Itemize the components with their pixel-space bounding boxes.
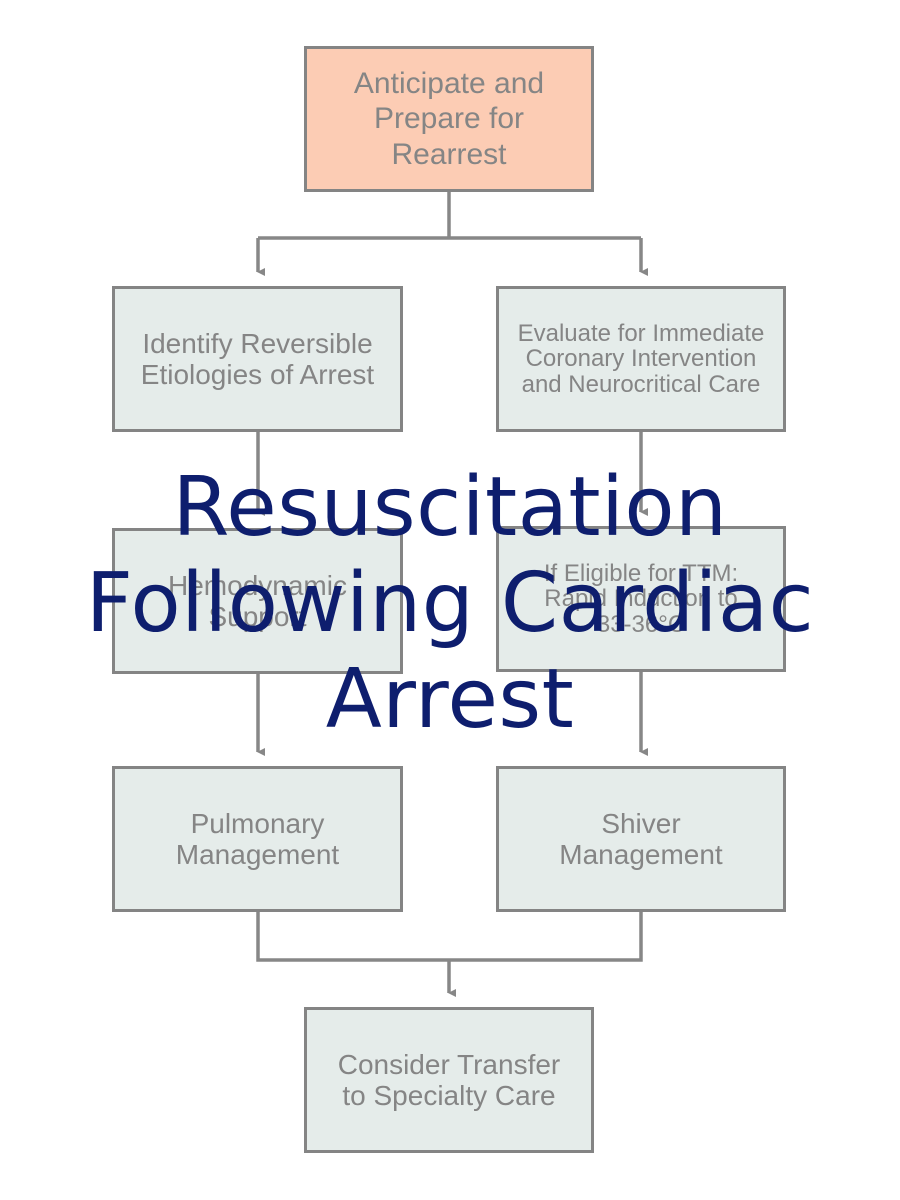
overlay-title-line: Following Cardiac: [85, 556, 815, 651]
overlay-title: Resuscitation Following Cardiac Arrest: [0, 460, 900, 748]
node-evaluate-coronary: Evaluate for Immediate Coronary Interven…: [496, 286, 786, 432]
node-consider-transfer: Consider Transfer to Specialty Care: [304, 1007, 594, 1153]
connector-merge-bottom: [256, 910, 643, 962]
node-ttm-induction: If Eligible for TTM: Rapid Induction to …: [496, 526, 786, 672]
node-anticipate-rearrest: Anticipate and Prepare for Rearrest: [304, 46, 594, 192]
overlay-title-line: Arrest: [325, 652, 575, 747]
node-hemodynamic-support: Hemodynamic Support: [112, 528, 403, 674]
node-pulmonary-management: Pulmonary Management: [112, 766, 403, 912]
overlay-title-line: Resuscitation: [172, 460, 728, 555]
node-shiver-management: Shiver Management: [496, 766, 786, 912]
node-identify-etiologies: Identify Reversible Etiologies of Arrest: [112, 286, 403, 432]
connector-split-top: [258, 192, 641, 240]
